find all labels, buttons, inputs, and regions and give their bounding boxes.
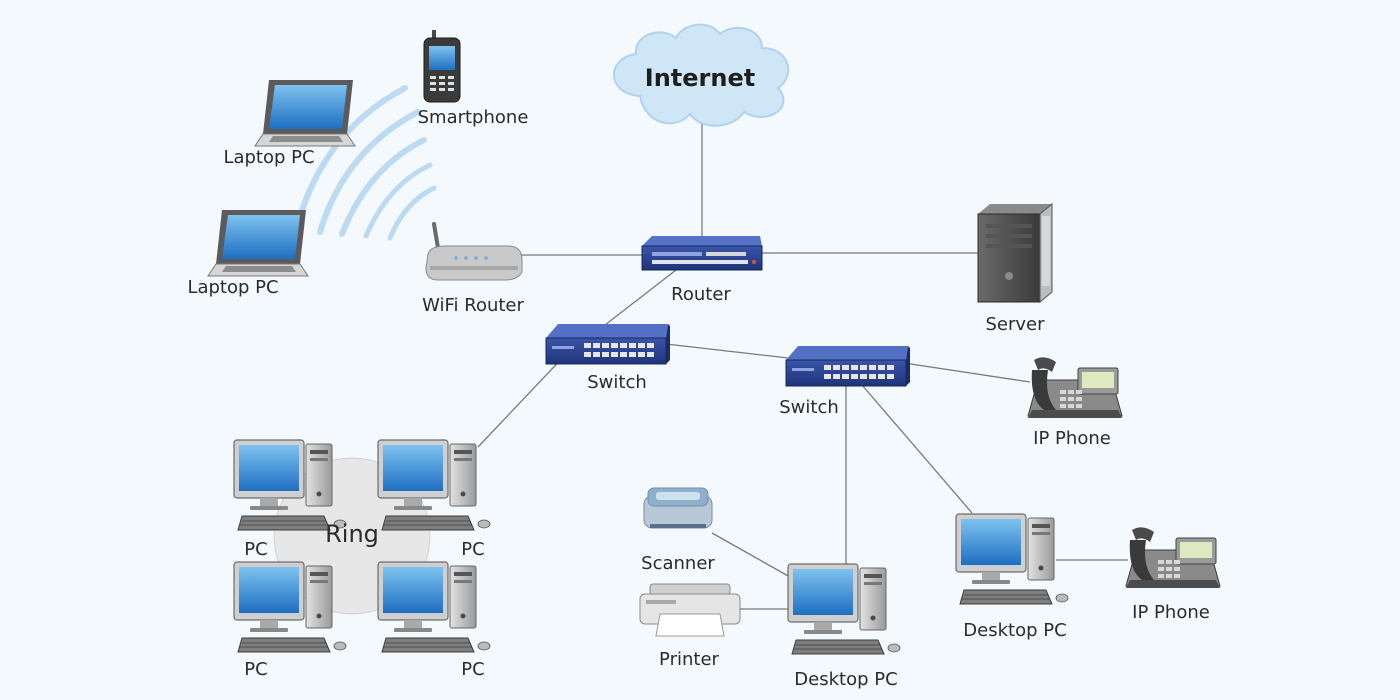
links (477, 118, 1128, 610)
scanner-label: Scanner (641, 553, 715, 574)
server-icon (977, 202, 1053, 304)
printer-icon (639, 583, 741, 637)
laptop-bottom-label: Laptop PC (187, 277, 279, 298)
link-switch-right-desktop-right (861, 384, 973, 514)
pc-bottom-right-label: PC (461, 659, 485, 680)
pc-top-left-label: PC (244, 539, 268, 560)
link-router-switch-left (604, 269, 677, 326)
ring-label: Ring (325, 520, 379, 548)
laptop-top-icon (254, 79, 356, 147)
ip-phone-bottom-icon (1125, 526, 1221, 589)
pc-top-right-icon (377, 439, 491, 531)
router-label: Router (671, 284, 731, 305)
ip-phone-top-label: IP Phone (1033, 428, 1111, 449)
pc-top-right-label: PC (461, 539, 485, 560)
wifi-router-label: WiFi Router (422, 295, 524, 316)
server-label: Server (985, 314, 1045, 335)
link-switch-right-ip-phone (903, 362, 1031, 383)
link-scanner-desktop (711, 532, 791, 578)
smartphone-label: Smartphone (417, 107, 529, 128)
internet-cloud-icon (613, 23, 790, 127)
desktop-center-icon (787, 563, 901, 655)
switch-left-label: Switch (587, 372, 647, 393)
scanner-icon (643, 487, 713, 529)
printer-label: Printer (659, 649, 719, 670)
ip-phone-top-icon (1027, 356, 1123, 419)
desktop-right-icon (955, 513, 1069, 605)
laptop-top-label: Laptop PC (223, 147, 315, 168)
switch-right-label: Switch (779, 397, 839, 418)
ip-phone-bottom-label: IP Phone (1132, 602, 1210, 623)
laptop-bottom-icon (207, 209, 309, 277)
link-switch-left-switch-right (665, 343, 789, 359)
desktop-center-label: Desktop PC (794, 669, 898, 690)
pc-bottom-left-icon (233, 561, 347, 653)
wifi-router-icon (425, 222, 523, 281)
router-icon (641, 236, 763, 271)
smartphone-icon (423, 30, 461, 103)
pc-bottom-right-icon (377, 561, 491, 653)
switch-right-icon (785, 345, 911, 387)
desktop-right-label: Desktop PC (963, 620, 1067, 641)
internet-label: Internet (644, 64, 756, 92)
link-switch-left-ring (477, 351, 569, 448)
switch-left-icon (545, 323, 671, 365)
pc-bottom-left-label: PC (244, 659, 268, 680)
